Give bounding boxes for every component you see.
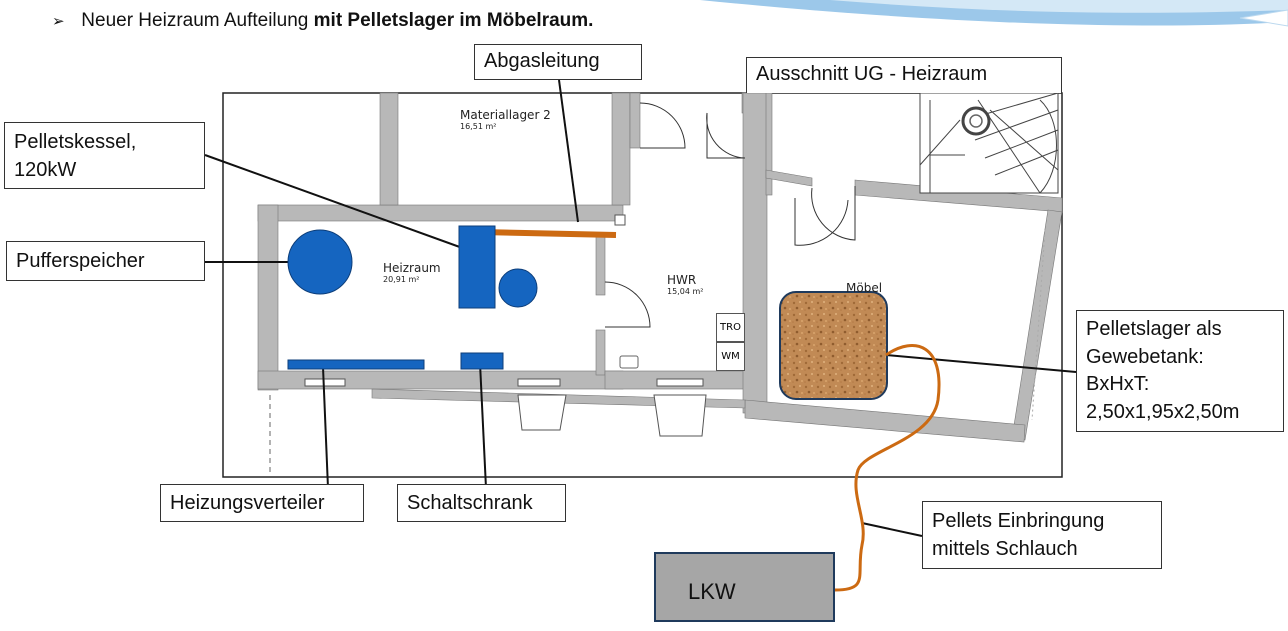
callout-pelletslager: Pelletslager als Gewebetank: BxHxT: 2,50… [1076, 310, 1284, 432]
bullet-arrow-icon: ➢ [52, 13, 65, 30]
pufferspeicher-tank [287, 229, 353, 295]
callout-pelletslager-line2: Gewebetank: [1086, 345, 1204, 368]
leader-lines [204, 79, 1077, 537]
heading-bold: mit Pelletslager im Möbelraum. [313, 10, 594, 31]
dotted-line [1031, 229, 1046, 421]
staircase [919, 92, 1059, 194]
exhaust-pipe [479, 229, 617, 238]
header-swoosh [700, 0, 1288, 27]
callout-ausschnitt: Ausschnitt UG - Heizraum [746, 57, 1062, 93]
callout-pelletskessel-line1: Pelletskessel, [14, 131, 137, 153]
room-hwr: HWR 15,04 m² [667, 273, 703, 296]
room-materiallager: Materiallager 2 16,51 m² [460, 108, 551, 131]
fill-hose [834, 344, 941, 592]
lkw-label: LKW [688, 579, 736, 604]
windows [304, 214, 707, 437]
callout-pufferspeicher-text: Pufferspeicher [16, 250, 145, 272]
boiler-storage [498, 268, 538, 308]
heizungsverteiler-bar [287, 359, 425, 370]
callout-einbringung-line1: Pellets Einbringung [932, 510, 1105, 532]
pelletslager-tank [779, 291, 888, 400]
callout-pelletslager-line1: Pelletslager als [1086, 318, 1222, 340]
callout-heizungsverteiler: Heizungsverteiler [160, 484, 364, 522]
callout-pelletskessel: Pelletskessel, 120kW [4, 122, 205, 189]
callout-einbringung: Pellets Einbringung mittels Schlauch [922, 501, 1162, 569]
callout-pelletslager-line3: BxHxT: [1086, 373, 1150, 395]
slide-heading: ➢ Neuer Heizraum Aufteilung mit Pelletsl… [52, 10, 593, 32]
room-heizraum-name: Heizraum [383, 261, 441, 275]
door-swings [604, 102, 856, 328]
room-heizraum: Heizraum 20,91 m² [383, 261, 441, 284]
room-materiallager-name: Materiallager 2 [460, 108, 551, 122]
callout-schaltschrank-text: Schaltschrank [407, 492, 533, 514]
equipment [287, 225, 538, 370]
room-moebel: Möbel [846, 281, 882, 295]
callout-pufferspeicher: Pufferspeicher [6, 241, 205, 281]
room-moebel-name: Möbel [846, 281, 883, 295]
callout-heizungsverteiler-text: Heizungsverteiler [170, 492, 325, 514]
room-hwr-name: HWR [667, 273, 697, 287]
callout-schaltschrank: Schaltschrank [397, 484, 566, 522]
washing-machine-box: WM [716, 342, 745, 371]
callout-abgasleitung-text: Abgasleitung [484, 50, 600, 72]
dryer-box: TRO [716, 313, 745, 342]
callout-pelletskessel-line2: 120kW [14, 159, 77, 181]
room-materiallager-area: 16,51 m² [460, 122, 497, 131]
walls [257, 92, 1063, 443]
pelletskessel-boiler [458, 225, 496, 309]
sink [619, 355, 639, 369]
lkw-truck: LKW [654, 552, 835, 622]
room-heizraum-area: 20,91 m² [383, 275, 420, 284]
schaltschrank-cabinet [460, 352, 504, 370]
callout-abgasleitung: Abgasleitung [474, 44, 642, 80]
heading-normal: Neuer Heizraum Aufteilung [81, 10, 309, 31]
callout-einbringung-line2: mittels Schlauch [932, 538, 1078, 560]
callout-ausschnitt-text: Ausschnitt UG - Heizraum [756, 63, 988, 85]
room-hwr-area: 15,04 m² [667, 287, 704, 296]
callout-pelletslager-line4: 2,50x1,95x2,50m [1086, 400, 1240, 423]
